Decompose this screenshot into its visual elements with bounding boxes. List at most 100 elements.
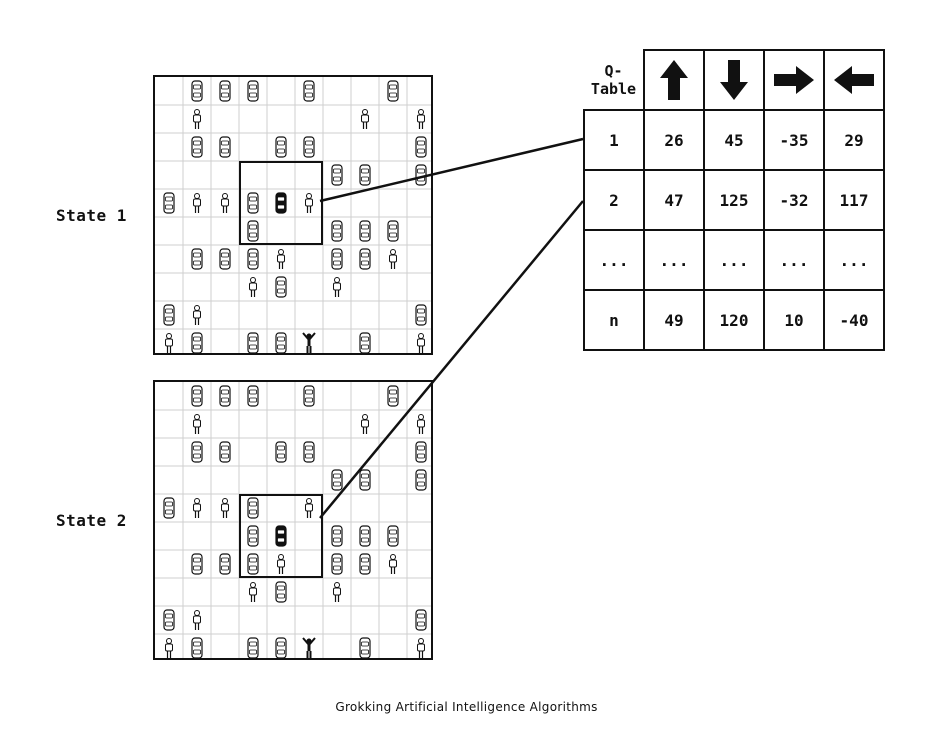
parked-car-icon <box>275 276 287 298</box>
state-2-grid <box>153 380 433 660</box>
parked-car-icon <box>415 609 427 631</box>
person-icon <box>361 414 369 434</box>
parked-car-icon <box>163 609 175 631</box>
parked-car-icon <box>247 332 259 353</box>
q-table-header-row: Q-Table <box>584 49 885 111</box>
q-table-value-cell: ... <box>643 229 705 291</box>
parked-car-icon <box>359 637 371 658</box>
parked-car-icon <box>275 332 287 353</box>
person-icon <box>417 414 425 434</box>
q-table-row: ... ... ... ... ... <box>583 229 885 291</box>
connector-state-1 <box>319 137 584 203</box>
parked-car-icon <box>247 192 259 214</box>
q-table-value-cell: -32 <box>763 169 825 231</box>
q-table-value-cell: 45 <box>703 109 765 171</box>
parked-car-icon <box>331 248 343 270</box>
parked-car-icon <box>303 385 315 407</box>
person-icon <box>305 193 313 213</box>
q-table-value-cell: ... <box>763 229 825 291</box>
q-table-row: n 49 120 10 -40 <box>583 289 885 351</box>
person-icon <box>389 249 397 269</box>
q-table-value-cell: 117 <box>823 169 885 231</box>
q-table-value-cell: -35 <box>763 109 825 171</box>
parked-car-icon <box>303 136 315 158</box>
parked-car-icon <box>359 164 371 186</box>
parked-car-icon <box>247 637 259 658</box>
parked-car-icon <box>387 385 399 407</box>
parked-car-icon <box>331 525 343 547</box>
arrow-down-icon <box>703 49 765 111</box>
q-table-state-cell: 1 <box>583 109 645 171</box>
parked-car-icon <box>219 385 231 407</box>
q-table-value-cell: 49 <box>643 289 705 351</box>
arrow-right-icon <box>763 49 825 111</box>
q-table-value-cell: 47 <box>643 169 705 231</box>
connector-state-2 <box>319 200 584 519</box>
parked-car-icon <box>247 248 259 270</box>
person-icon <box>193 109 201 129</box>
parked-car-icon <box>415 469 427 491</box>
parked-car-icon <box>303 80 315 102</box>
parked-car-icon <box>331 164 343 186</box>
parked-car-icon <box>163 304 175 326</box>
person-icon <box>361 109 369 129</box>
parked-car-icon <box>415 136 427 158</box>
parked-car-icon <box>163 497 175 519</box>
parked-car-icon <box>191 553 203 575</box>
arrow-up-icon <box>643 49 705 111</box>
q-table-value-cell: ... <box>703 229 765 291</box>
state-1-label: State 1 <box>56 206 127 225</box>
grid-cells <box>155 77 431 353</box>
q-table-value-cell: ... <box>823 229 885 291</box>
state-1-grid <box>153 75 433 355</box>
person-icon <box>333 277 341 297</box>
q-table-title: Q-Table <box>590 61 637 98</box>
person-icon <box>193 193 201 213</box>
q-table-value-cell: 125 <box>703 169 765 231</box>
person-icon <box>165 333 173 353</box>
parked-car-icon <box>387 80 399 102</box>
person-icon <box>249 582 257 602</box>
q-table-value-cell: 26 <box>643 109 705 171</box>
waving-person-icon <box>302 637 316 658</box>
q-table-value-cell: -40 <box>823 289 885 351</box>
parked-car-icon <box>331 220 343 242</box>
q-table-state-cell: ... <box>583 229 645 291</box>
parked-car-icon <box>359 332 371 353</box>
parked-car-icon <box>219 80 231 102</box>
person-icon <box>277 554 285 574</box>
person-icon <box>193 498 201 518</box>
parked-car-icon <box>275 581 287 603</box>
person-icon <box>277 249 285 269</box>
parked-car-icon <box>191 441 203 463</box>
parked-car-icon <box>275 637 287 658</box>
parked-car-icon <box>331 553 343 575</box>
waving-person-icon <box>302 332 316 353</box>
person-icon <box>193 305 201 325</box>
state-2-label: State 2 <box>56 511 127 530</box>
arrow-left-icon <box>823 49 885 111</box>
parked-car-icon <box>219 553 231 575</box>
parked-car-icon <box>359 220 371 242</box>
parked-car-icon <box>359 525 371 547</box>
person-icon <box>417 333 425 353</box>
person-icon <box>193 414 201 434</box>
person-icon <box>165 638 173 658</box>
parked-car-icon <box>191 80 203 102</box>
parked-car-icon <box>247 220 259 242</box>
q-table-value-cell: 120 <box>703 289 765 351</box>
person-icon <box>333 582 341 602</box>
parked-car-icon <box>191 637 203 658</box>
parked-car-icon <box>247 525 259 547</box>
person-icon <box>221 498 229 518</box>
parked-car-icon <box>303 441 315 463</box>
parked-car-icon <box>191 248 203 270</box>
parked-car-icon <box>331 469 343 491</box>
q-table-row: 1 26 45 -35 29 <box>583 109 885 171</box>
parked-car-icon <box>415 441 427 463</box>
agent-car-icon <box>275 192 287 214</box>
person-icon <box>305 498 313 518</box>
parked-car-icon <box>387 525 399 547</box>
q-table-value-cell: 10 <box>763 289 825 351</box>
